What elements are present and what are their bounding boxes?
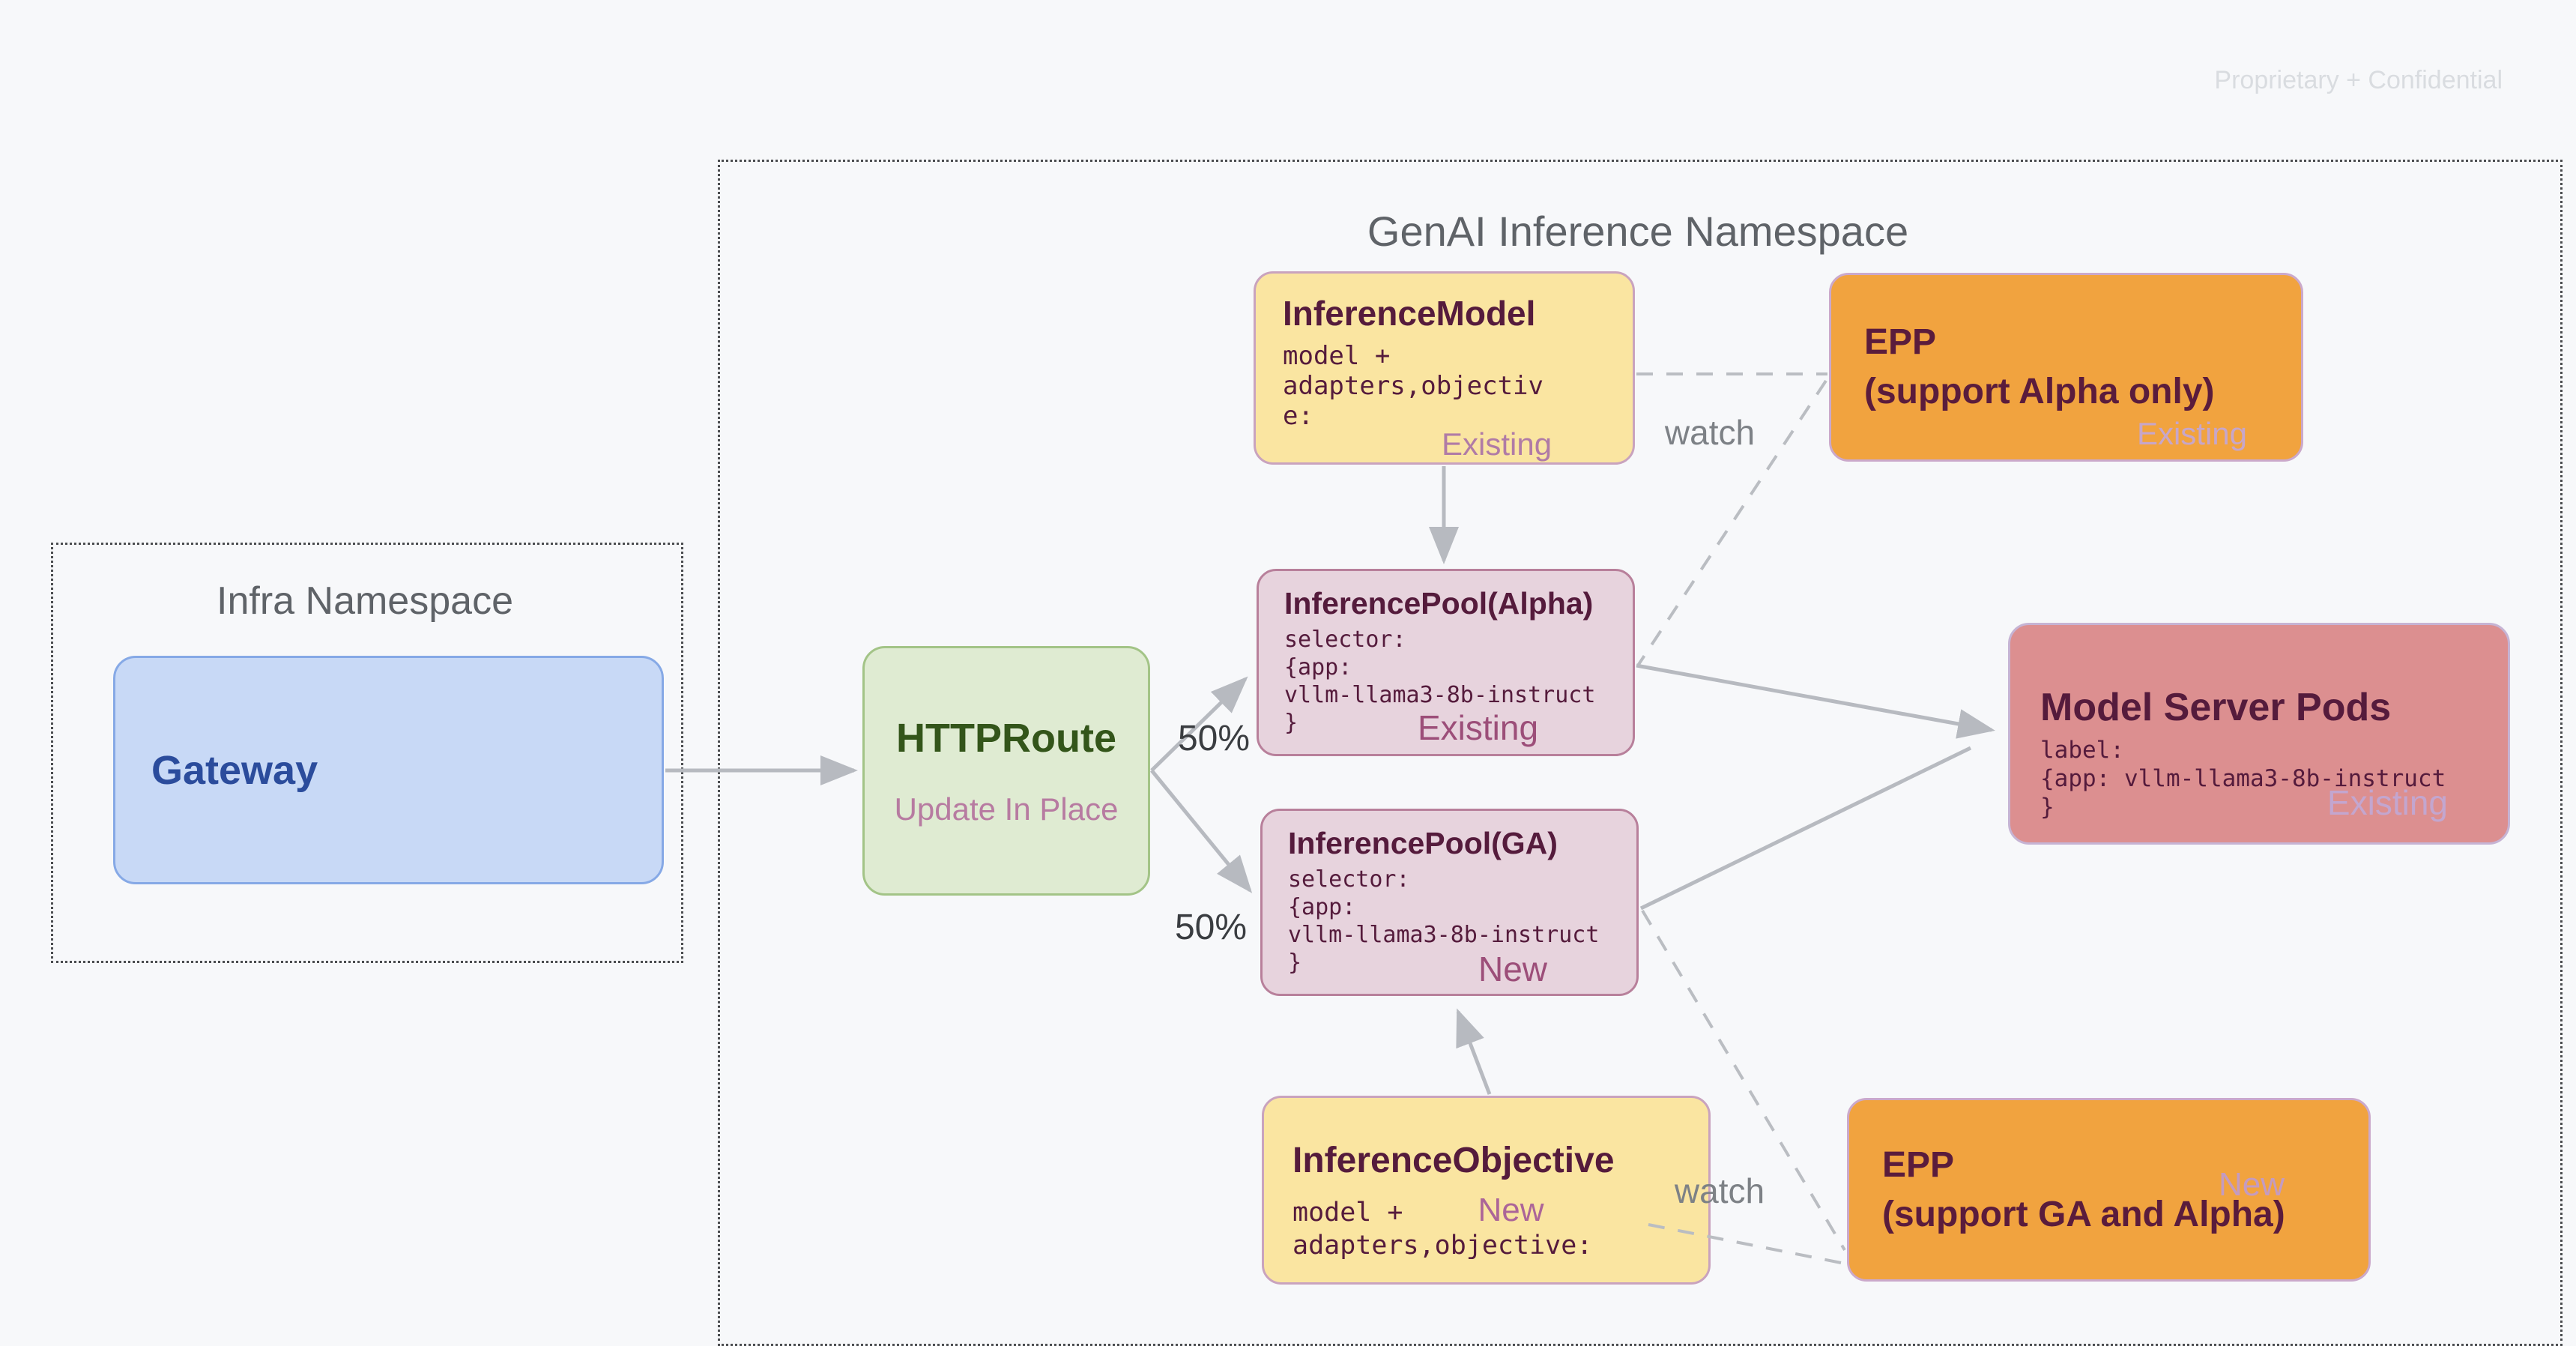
inference-objective-body-suffix: adapters,objective: [1292,1231,1593,1261]
inference-pool-ga-status-badge: New [1478,950,1548,989]
inference-objective-title: InferenceObjective [1292,1141,1615,1180]
route-split-top-label: 50% [1177,719,1251,758]
httproute-status: Update In Place [894,791,1119,827]
epp-alpha-status-badge: Existing [2136,416,2247,451]
inference-pool-alpha-status-badge: Existing [1418,708,1539,747]
model-server-pods-status-badge: Existing [2326,783,2448,822]
inference-pool-alpha-node: InferencePool(Alpha) selector: {app: vll… [1257,569,1635,756]
inference-objective-node: InferenceObjective model + New adapters,… [1262,1096,1711,1285]
watch-top-label: watch [1664,413,1756,452]
inference-pool-alpha-body: selector: {app: vllm-llama3-8b-instruct … [1284,627,1596,736]
gateway-title: Gateway [151,747,318,793]
confidential-watermark: Proprietary + Confidential [2214,66,2503,94]
epp-alpha-title: EPP (support Alpha only) [1864,322,2215,411]
route-split-bottom-label: 50% [1174,908,1248,947]
inference-model-status-badge: Existing [1442,426,1552,462]
model-server-pods-body: label: {app: vllm-llama3-8b-instruct } [2040,737,2446,821]
inference-objective-status-badge: New [1478,1192,1544,1228]
epp-ga-title: EPP (support GA and Alpha) [1882,1144,2285,1234]
gateway-node: Gateway [113,656,664,884]
infra-namespace-box [51,543,683,963]
inference-model-title: InferenceModel [1283,294,1536,333]
epp-alpha-node: EPP (support Alpha only) Existing [1829,273,2303,462]
watch-bottom-label: watch [1674,1171,1765,1210]
httproute-node: HTTPRoute Update In Place [862,646,1150,896]
inference-objective-body-row: model + New [1292,1192,1683,1229]
inference-model-body: model + adapters,objectiv e: [1283,341,1544,431]
httproute-title: HTTPRoute [896,715,1116,761]
inference-pool-ga-body: selector: {app: vllm-llama3-8b-instruct … [1288,866,1600,976]
epp-ga-status-badge: New [2218,1166,2285,1203]
inference-pool-ga-node: InferencePool(GA) selector: {app: vllm-l… [1260,809,1639,996]
epp-ga-node: EPP (support GA and Alpha) New [1847,1098,2371,1282]
genai-namespace-title: GenAI Inference Namespace [1367,208,1909,255]
inference-pool-alpha-title: InferencePool(Alpha) [1284,586,1594,621]
inference-objective-body-prefix: model + [1292,1198,1403,1228]
inference-pool-ga-title: InferencePool(GA) [1288,826,1558,860]
model-server-pods-title: Model Server Pods [2040,686,2392,729]
model-server-pods-node: Model Server Pods label: {app: vllm-llam… [2008,623,2510,845]
infra-namespace-title: Infra Namespace [217,579,513,623]
inference-model-node: InferenceModel model + adapters,objectiv… [1254,271,1635,465]
